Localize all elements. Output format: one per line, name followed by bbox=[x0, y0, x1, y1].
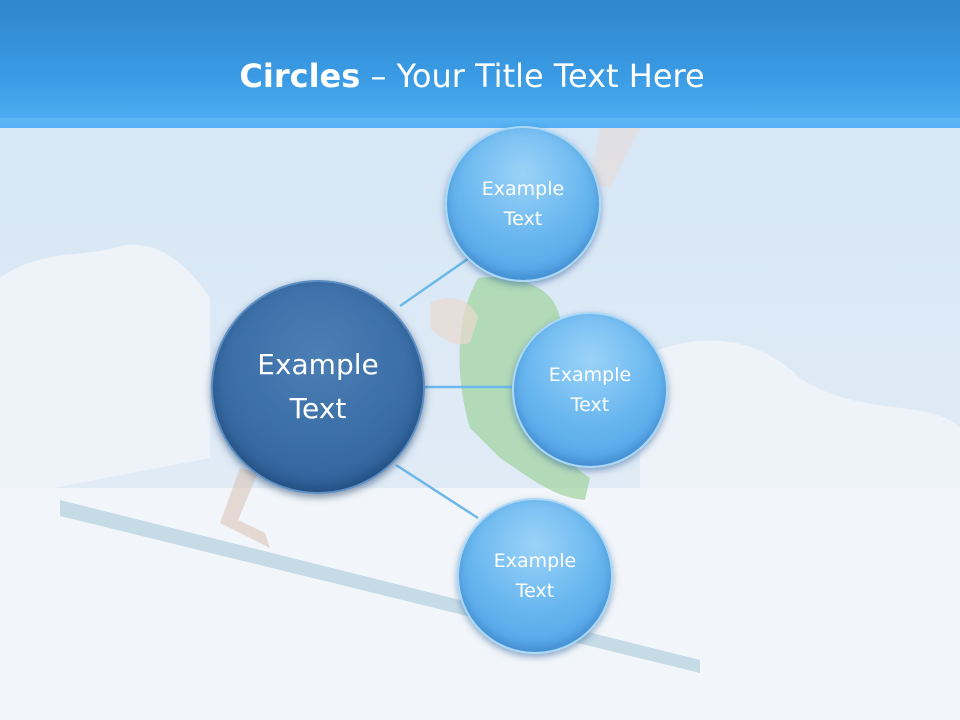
center-circle-label: Example Text bbox=[257, 348, 379, 425]
slide-title: Circles – Your Title Text Here bbox=[0, 54, 944, 98]
title-bar bbox=[0, 0, 960, 128]
title-bold: Circles bbox=[239, 57, 361, 95]
connector-line-1 bbox=[399, 254, 473, 308]
center-circle: Example Text bbox=[211, 280, 425, 494]
satellite-circle-label: Example Text bbox=[481, 178, 565, 230]
connector-line-3 bbox=[395, 463, 479, 520]
satellite-circle-top: Example Text bbox=[445, 126, 601, 282]
satellite-circle-label: Example Text bbox=[493, 550, 577, 602]
title-rest: – Your Title Text Here bbox=[360, 57, 705, 95]
satellite-circle-label: Example Text bbox=[548, 364, 632, 416]
satellite-circle-bottom: Example Text bbox=[457, 498, 613, 654]
satellite-circle-middle: Example Text bbox=[512, 312, 668, 468]
